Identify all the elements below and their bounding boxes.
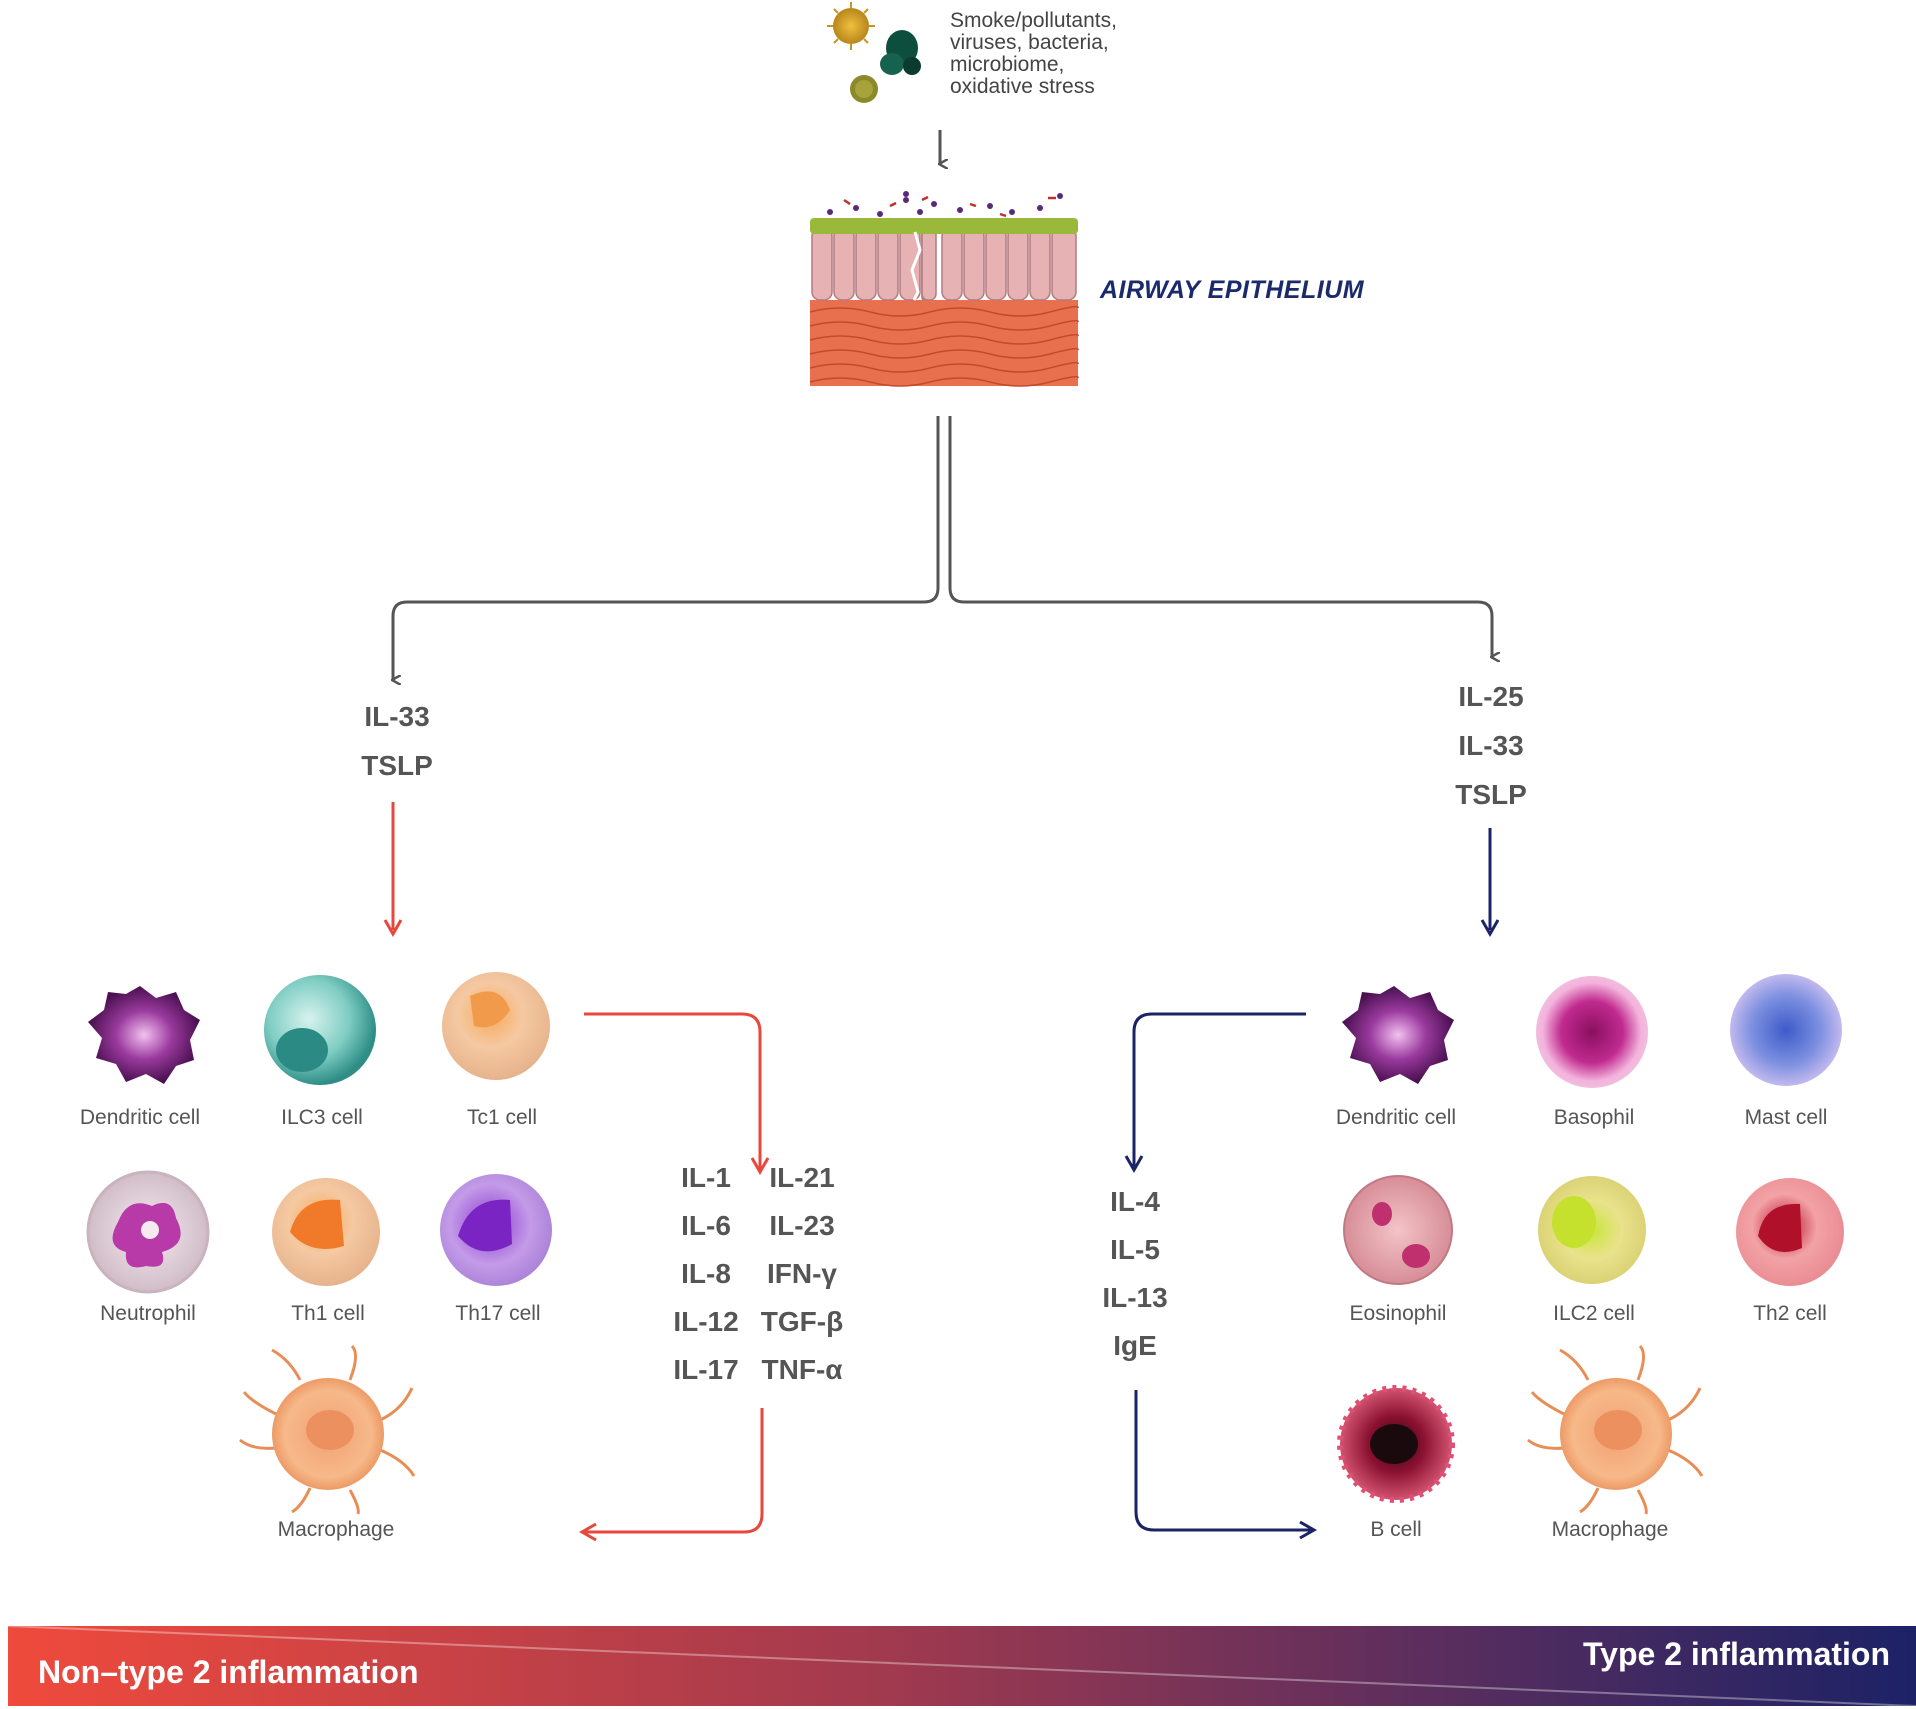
type2-inflammation-label: Type 2 inflammation (1582, 1636, 1890, 1672)
ilc2-cell-label: ILC2 cell (1553, 1302, 1635, 1325)
right-alarmin-3: TSLP (1455, 779, 1527, 810)
right-alarmin-1: IL-25 (1458, 681, 1524, 712)
right-cytokine: IL-5 (1110, 1234, 1160, 1265)
left-macrophage-icon (239, 1344, 416, 1515)
left-cytokine: IL-6 (681, 1210, 731, 1241)
th17-cell-icon (440, 1174, 552, 1286)
neutrophil-icon (86, 1170, 210, 1294)
left-cytokine-column-1: IL-1 IL-6 IL-8 IL-12 IL-17 (664, 1154, 748, 1394)
right-cytokine: IL-4 (1110, 1186, 1160, 1217)
right-macrophage-label: Macrophage (1551, 1518, 1669, 1541)
th2-cell-icon (1736, 1178, 1844, 1286)
bacteria-cluster-icon (880, 30, 921, 75)
left-dendritic-cell-icon (88, 986, 200, 1084)
left-cytokine: TNF-α (761, 1354, 843, 1385)
th17-cell-label: Th17 cell (455, 1302, 541, 1325)
ilc3-cell-icon (264, 975, 376, 1085)
epithelium-branch-lines (393, 416, 1492, 680)
th2-cell-label: Th2 cell (1753, 1302, 1827, 1325)
left-dendritic-cell-label: Dendritic cell (79, 1106, 201, 1129)
ilc2-cell-icon (1538, 1176, 1646, 1284)
tc1-cell-label: Tc1 cell (466, 1106, 538, 1129)
right-dendritic-cell-icon (1342, 986, 1454, 1084)
left-cytokine: IL-8 (681, 1258, 731, 1289)
th1-cell-label: Th1 cell (291, 1302, 365, 1325)
mast-cell-label: Mast cell (1744, 1106, 1828, 1129)
left-cytokine: IL-1 (681, 1162, 731, 1193)
airway-epithelium-illustration (809, 191, 1079, 387)
right-cytokine: IgE (1113, 1330, 1157, 1361)
eosinophil-icon (1343, 1175, 1453, 1285)
stimuli-text: Smoke/pollutants, viruses, bacteria, mic… (950, 9, 1117, 98)
mast-cell-icon (1730, 974, 1842, 1086)
right-alarmin-2: IL-33 (1458, 730, 1524, 761)
left-cytokine: TGF-β (760, 1306, 844, 1337)
left-cytokine: IL-21 (769, 1162, 835, 1193)
neutrophil-label: Neutrophil (100, 1302, 196, 1325)
left-macrophage-label: Macrophage (277, 1518, 395, 1541)
ilc3-cell-label: ILC3 cell (281, 1106, 363, 1129)
virus-icon (850, 75, 878, 103)
right-dendritic-cell-label: Dendritic cell (1335, 1106, 1457, 1129)
right-cytokine: IL-13 (1102, 1282, 1168, 1313)
right-navy-arrows (1124, 828, 1500, 1540)
right-cytokine-list: IL-4 IL-5 IL-13 IgE (1090, 1178, 1180, 1370)
th1-cell-icon (272, 1178, 380, 1286)
left-cytokine: IL-23 (769, 1210, 835, 1241)
right-macrophage-icon (1527, 1344, 1704, 1515)
b-cell-label: B cell (1370, 1518, 1422, 1541)
left-cytokine: IFN-γ (767, 1258, 837, 1289)
left-alarmin-2: TSLP (361, 750, 433, 781)
left-cytokine-column-2: IL-21 IL-23 IFN-γ TGF-β TNF-α (752, 1154, 852, 1394)
tc1-cell-icon (442, 972, 550, 1080)
left-cytokine: IL-12 (673, 1306, 739, 1337)
left-alarmin-list: IL-33 TSLP (352, 692, 442, 790)
inflammation-spectrum-banner (7, 1625, 1916, 1707)
basophil-label: Basophil (1553, 1106, 1635, 1129)
basophil-icon (1536, 976, 1648, 1088)
airway-epithelium-label: AIRWAY EPITHELIUM (1100, 276, 1365, 304)
pollen-icon (827, 2, 875, 50)
left-cytokine: IL-17 (673, 1354, 739, 1385)
left-alarmin-1: IL-33 (364, 701, 430, 732)
non-type2-inflammation-label: Non–type 2 inflammation (38, 1654, 419, 1690)
b-cell-icon (1337, 1385, 1455, 1503)
eosinophil-label: Eosinophil (1349, 1302, 1447, 1325)
right-alarmin-list: IL-25 IL-33 TSLP (1446, 672, 1536, 819)
left-red-arrows (383, 802, 770, 1542)
